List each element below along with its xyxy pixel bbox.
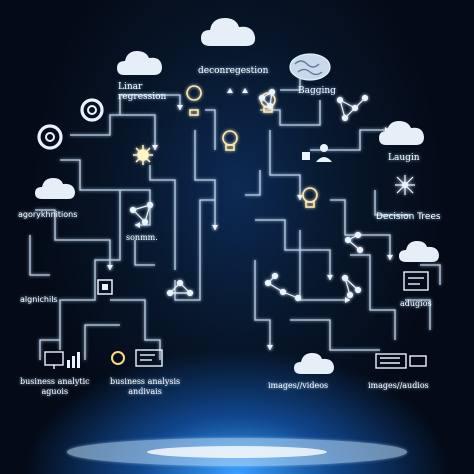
label-adugios: adugios	[400, 299, 432, 308]
label-laugin: Laugin	[388, 153, 420, 163]
cloud-icon	[117, 51, 162, 75]
gear-icon	[80, 98, 104, 122]
label-business-center: business analysis andivais	[110, 377, 181, 396]
cloud-icon	[399, 241, 439, 262]
users-icon	[302, 144, 332, 162]
monitor-icon	[44, 351, 64, 369]
label-decision-regression: deconregestion	[198, 66, 269, 76]
sun-icon	[133, 145, 153, 165]
cloud-icon	[294, 353, 334, 374]
label-agorythm: agorykhnitions	[18, 210, 78, 219]
network-icon	[395, 175, 415, 195]
label-business-left: business analytic aguois	[20, 377, 90, 396]
gear-icon	[111, 351, 125, 365]
network-icon	[129, 201, 154, 226]
cloud-icon	[201, 18, 256, 46]
data-node-icon	[97, 279, 113, 295]
label-algnichils: algnichils	[20, 295, 58, 304]
label-images-audios: images//audios	[368, 381, 429, 390]
lightbulb-icon	[186, 85, 202, 116]
lightbulb-icon	[222, 130, 238, 151]
label-sonmm: sonmm.	[126, 233, 158, 242]
network-icon	[258, 88, 276, 110]
monitor-icon	[375, 353, 427, 369]
lightbulb-icon	[302, 187, 318, 208]
cloud-icon	[35, 178, 75, 199]
network-icon	[344, 231, 364, 254]
monitor-icon	[403, 271, 429, 291]
label-bagging: Bagging	[298, 86, 336, 96]
gear-icon	[37, 124, 63, 150]
bar-chart-icon	[67, 352, 80, 368]
label-images-videos: images//videos	[268, 381, 329, 390]
brain-icon	[289, 53, 331, 81]
label-decision-trees: Decision Trees	[376, 212, 441, 222]
network-icon	[336, 94, 369, 122]
network-icon	[341, 274, 362, 299]
label-linear-regression: Linar regression	[118, 82, 167, 102]
network-icon	[264, 272, 302, 302]
network-icon	[166, 279, 194, 297]
monitor-icon	[135, 349, 163, 367]
cloud-icon	[379, 121, 424, 145]
